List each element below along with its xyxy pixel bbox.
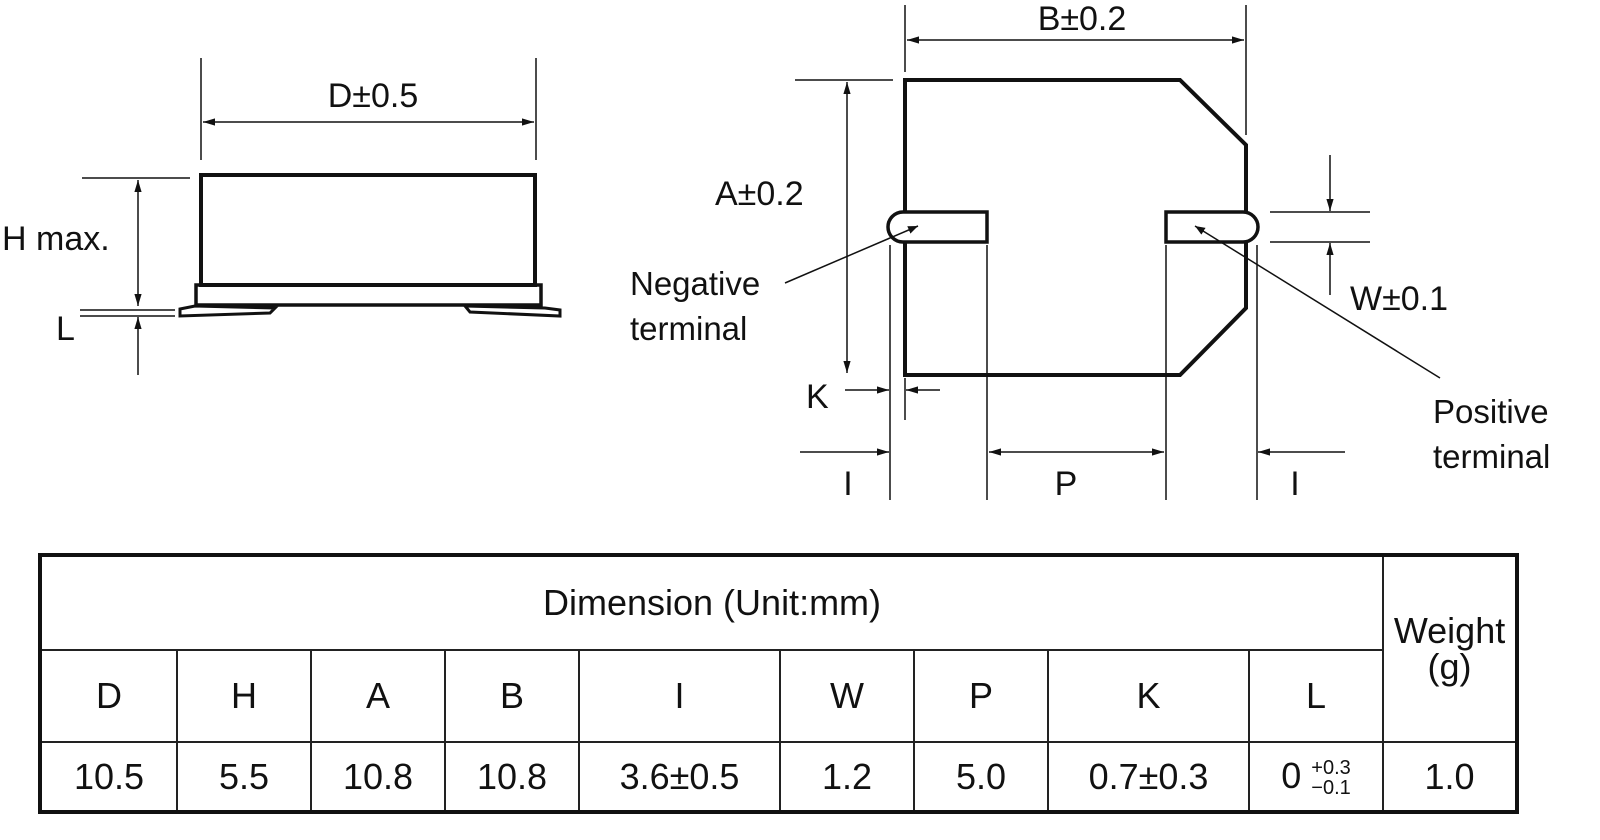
col-header-i: I (578, 649, 781, 743)
positive-leader (1194, 225, 1441, 379)
value-b: 10.8 (444, 741, 580, 813)
capacitor-base (194, 283, 543, 307)
table-row: 10.5 5.5 10.8 10.8 3.6±0.5 1.2 5.0 0.7±0… (39, 741, 1519, 813)
value-w: 1.2 (779, 741, 915, 813)
weight-header-line2: (g) (1427, 646, 1472, 687)
left-lead (178, 304, 279, 318)
capacitor-top-body (903, 78, 1248, 377)
negative-terminal-label-1: Negative (630, 265, 760, 302)
i-left-label: I (843, 465, 852, 503)
value-h: 5.5 (176, 741, 312, 813)
col-header-d: D (39, 649, 178, 743)
value-l-minus: −0.1 (1311, 777, 1351, 800)
value-weight: 1.0 (1382, 741, 1519, 813)
col-header-p: P (913, 649, 1049, 743)
a-label: A±0.2 (715, 175, 804, 213)
positive-terminal-label-1: Positive (1433, 393, 1549, 430)
value-a: 10.8 (310, 741, 446, 813)
negative-terminal (886, 210, 989, 244)
value-l-plus: +0.3 (1311, 757, 1351, 780)
side-view (80, 58, 562, 375)
l-label: L (56, 310, 75, 348)
header-row: D H A B I W P K L (39, 649, 1517, 743)
col-header-w: W (779, 649, 915, 743)
negative-terminal-label-2: terminal (630, 310, 747, 347)
positive-terminal (1164, 210, 1260, 244)
value-l-base: 0 (1281, 754, 1302, 796)
dimension-drawing: D±0.5 H max. L B±0.2 A±0.2 W±0.1 K I P I… (2, 0, 1550, 503)
k-label: K (806, 378, 829, 416)
b-label: B±0.2 (1038, 0, 1127, 38)
value-l: 0+0.3−0.1 (1247, 741, 1385, 813)
col-header-h: H (176, 649, 312, 743)
right-lead (461, 304, 562, 318)
i-right-label: I (1290, 465, 1299, 503)
col-header-l: L (1247, 649, 1385, 743)
w-label: W±0.1 (1350, 280, 1448, 318)
capacitor-body (199, 173, 537, 287)
positive-terminal-label-2: terminal (1433, 438, 1550, 475)
weight-header-line1: Weight (1393, 610, 1506, 651)
value-d: 10.5 (39, 741, 178, 813)
value-l-tolerance: +0.3−0.1 (1311, 758, 1350, 798)
table-title: Dimension (Unit:mm) (38, 554, 1385, 651)
negative-leader (784, 225, 919, 284)
p-label: P (1055, 465, 1078, 503)
value-k: 0.7±0.3 (1047, 741, 1250, 813)
top-view (784, 5, 1441, 500)
h-label: H max. (2, 220, 110, 258)
col-header-a: A (310, 649, 446, 743)
value-p: 5.0 (913, 741, 1049, 813)
col-header-b: B (444, 649, 580, 743)
value-i: 3.6±0.5 (578, 741, 781, 813)
dimension-table: Dimension (Unit:mm) Weight (g) D H A B I… (38, 553, 1520, 814)
weight-header: Weight (g) (1382, 554, 1519, 743)
col-header-k: K (1047, 649, 1250, 743)
d-label: D±0.5 (328, 77, 418, 115)
